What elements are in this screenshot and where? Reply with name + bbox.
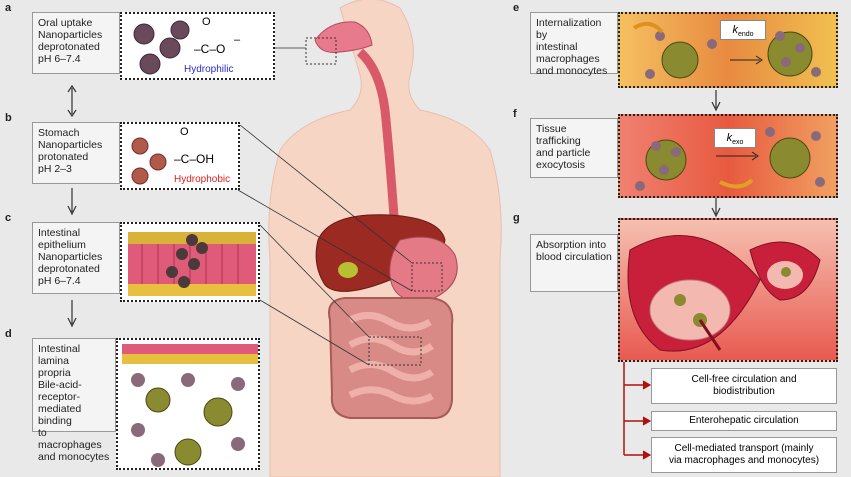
panel-letter-g: g: [513, 212, 520, 224]
k-endo-box: kendo: [720, 20, 766, 40]
small-intestine: [348, 312, 434, 405]
carboxyl-o-top-b: O: [180, 126, 189, 138]
oral-cavity: [314, 21, 373, 53]
outcome-enterohepatic: Enterohepatic circulation: [651, 411, 837, 431]
panel-a-image: O –C–O – Hydrophilic: [120, 12, 275, 80]
panel-c-image: [120, 222, 260, 302]
carboxyl-o-top: O: [202, 16, 211, 28]
carboxylic-acid-formula: –C–OH: [174, 152, 215, 166]
panel-d-image: [116, 338, 260, 470]
arrow-c-d: [67, 300, 77, 328]
panel-b-image: O –C–OH Hydrophobic: [120, 122, 240, 190]
hydrophobic-label: Hydrophobic: [174, 174, 231, 185]
gallbladder: [338, 262, 358, 278]
panel-d-label: Intestinal lamina propria Bile-acid- rec…: [32, 338, 116, 463]
panel-e-label: Internalization by intestinal macrophage…: [530, 12, 618, 77]
panel-e-image: kendo: [618, 12, 838, 88]
outcome-cell-free: Cell-free circulation and biodistributio…: [651, 368, 837, 404]
carboxylate-formula: –C–O: [194, 42, 226, 56]
panel-b-label: Stomach Nanoparticles protonated pH 2–3: [32, 122, 120, 184]
panel-g-image: [618, 218, 838, 362]
panel-letter-f: f: [513, 108, 517, 120]
panel-f-image: kexo: [618, 114, 838, 198]
panel-letter-b: b: [5, 112, 12, 124]
panel-letter-a: a: [5, 2, 12, 14]
panel-a-label: Oral uptake Nanoparticles deprotonated p…: [32, 12, 120, 74]
k-exo-box: kexo: [714, 128, 756, 148]
panel-letter-c: c: [5, 212, 12, 224]
arrow-b-c: [67, 188, 77, 216]
stomach-focus-box: [411, 262, 443, 292]
esophagus: [356, 48, 400, 231]
panel-letter-e: e: [513, 2, 520, 14]
panel-letter-d: d: [5, 328, 12, 340]
outcome-arrows: [623, 362, 648, 456]
arrow-e-f: [711, 90, 721, 112]
panel-g-label: Absorption into blood circulation: [530, 234, 618, 292]
negative-charge: –: [234, 34, 241, 46]
panel-f-label: Tissue trafficking and particle exocytos…: [530, 118, 618, 178]
hydrophilic-label: Hydrophilic: [184, 64, 234, 75]
intestine-focus-box: [368, 336, 422, 366]
panel-c-label: Intestinal epithelium Nanoparticles depr…: [32, 222, 120, 294]
arrow-a-b: [67, 84, 77, 118]
large-intestine: [328, 297, 454, 420]
arrow-f-g: [711, 198, 721, 218]
outcome-cell-mediated: Cell-mediated transport (mainly via macr…: [651, 437, 837, 473]
